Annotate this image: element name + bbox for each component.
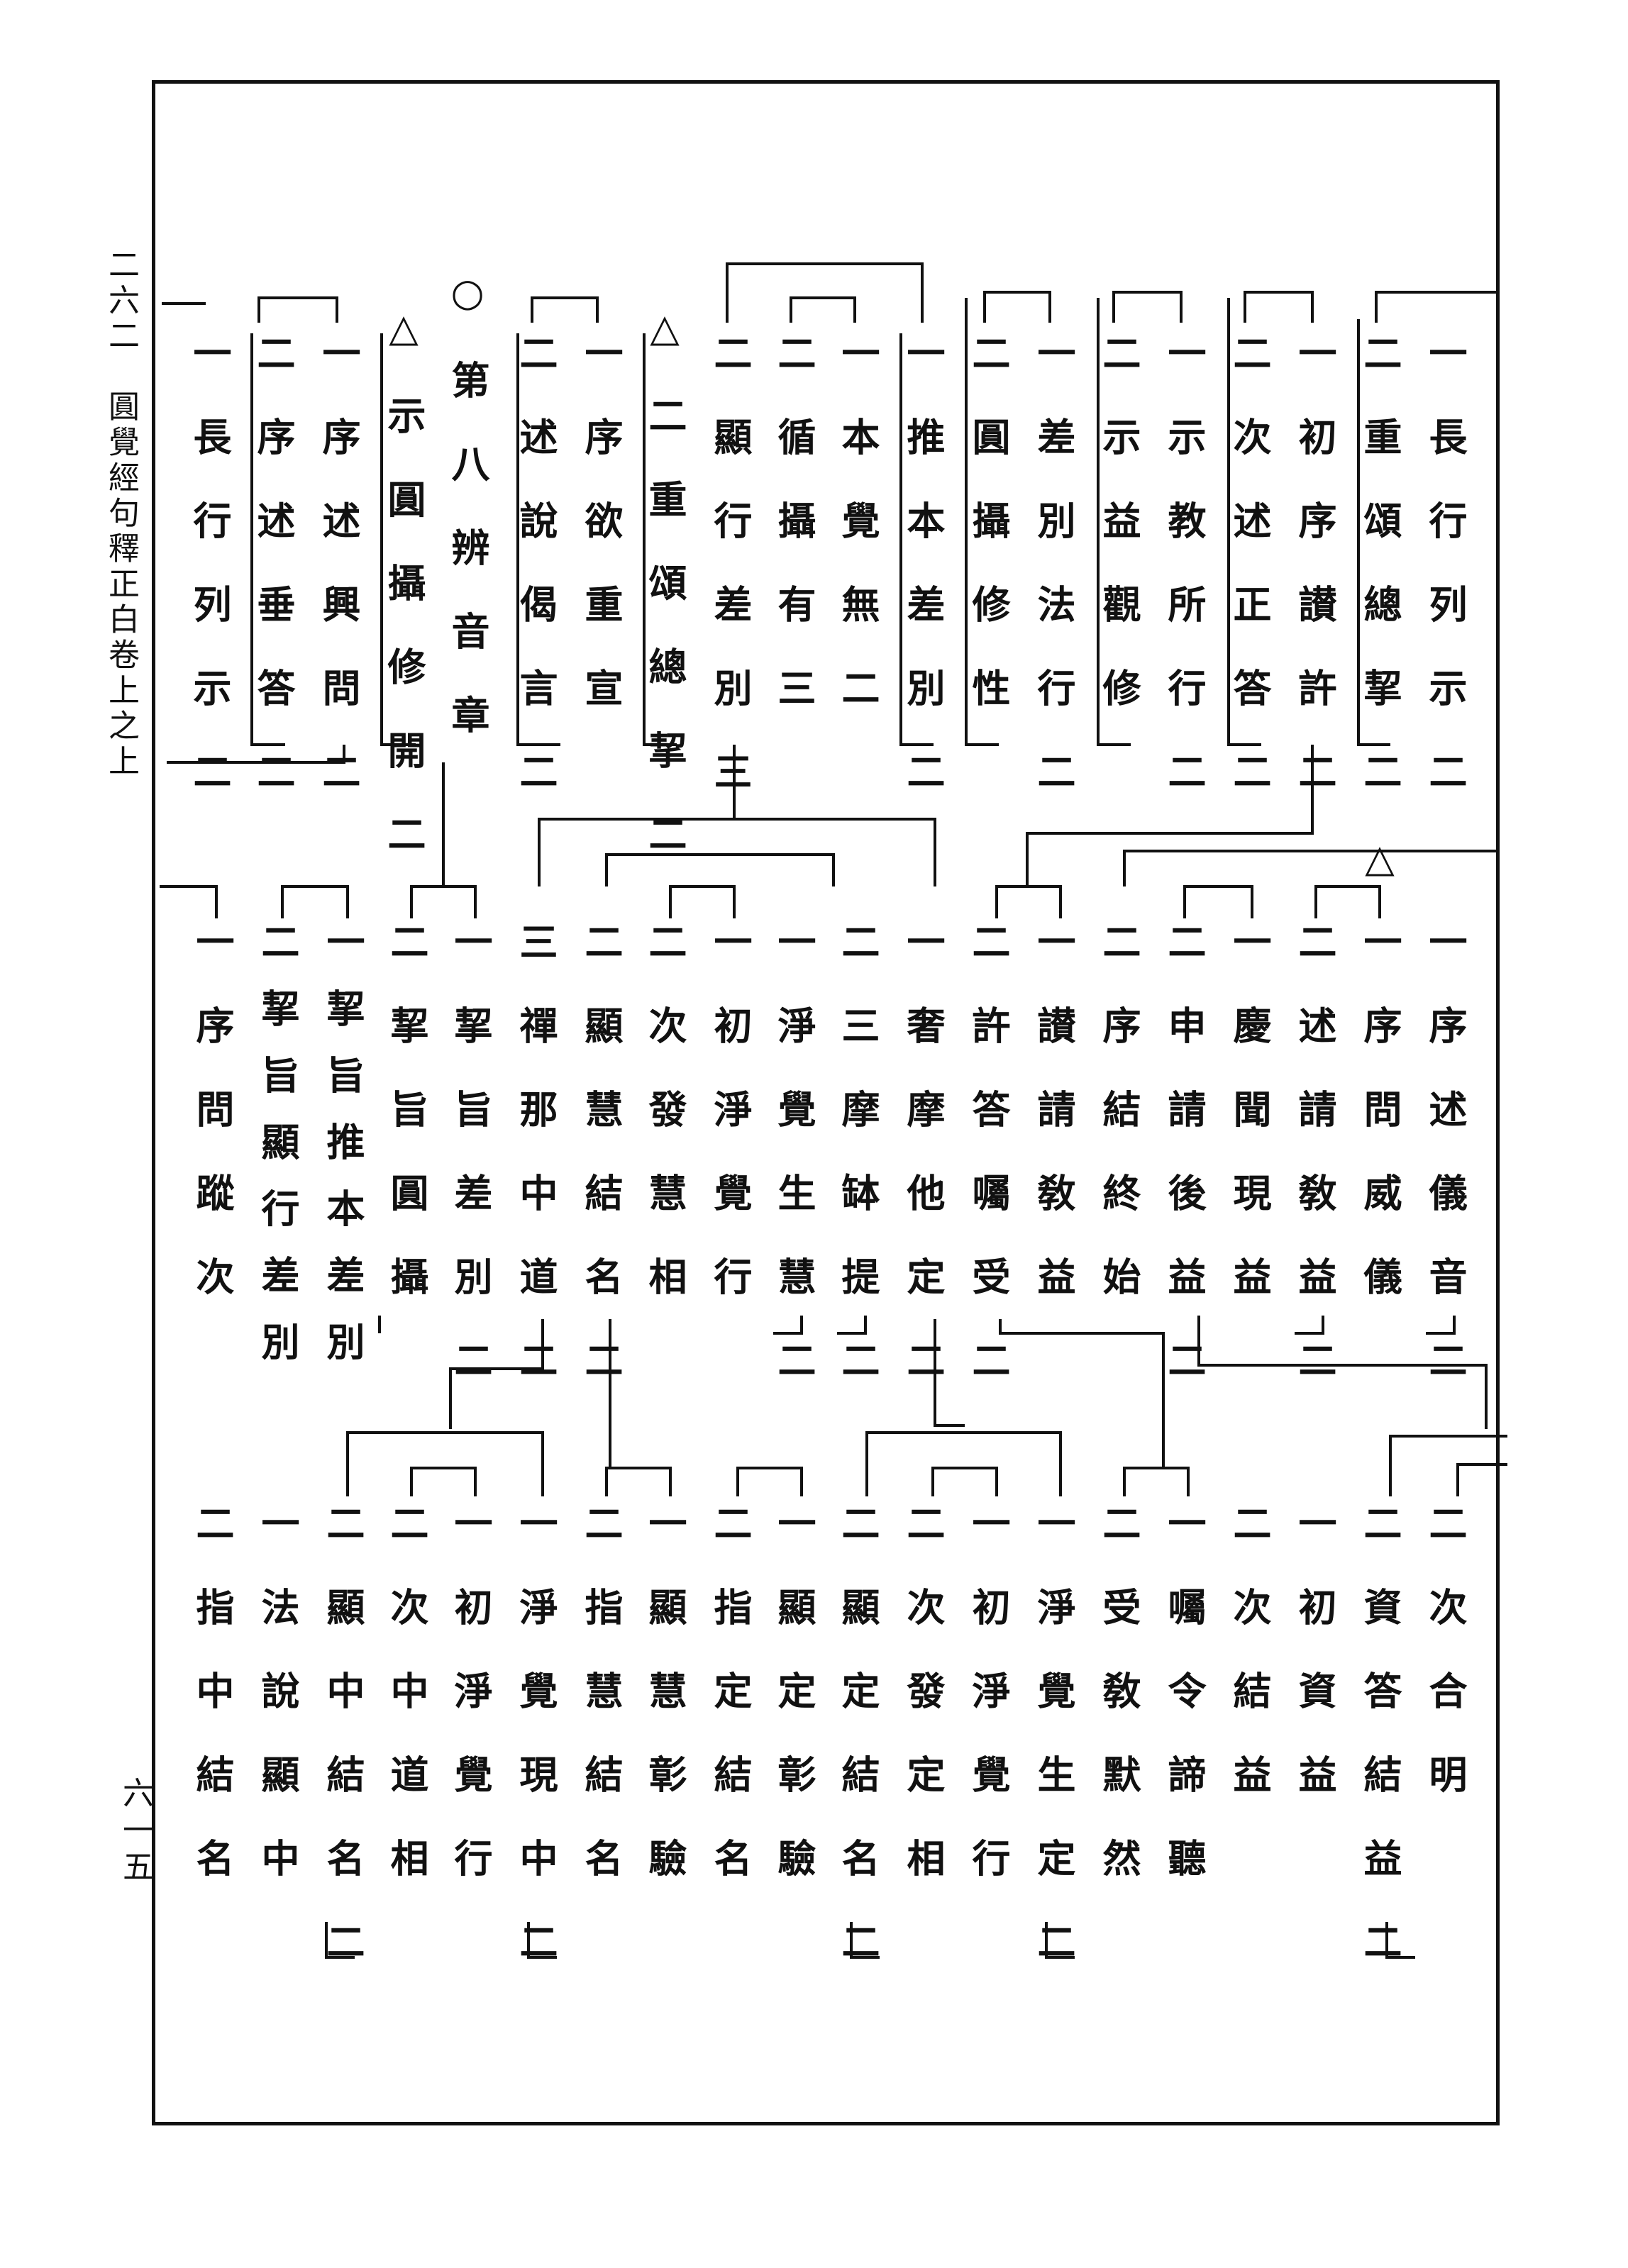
row1-col-3: 一初序讃許二	[1292, 333, 1337, 835]
row3-col-2: 二資答結益二	[1357, 1503, 1402, 2006]
row2-col-18: 一挈旨推本差別	[320, 922, 365, 1389]
page-number: 六一五	[117, 1777, 153, 1887]
row2-col-6: 二序結終始	[1096, 922, 1141, 1340]
row2-col-8: 二許答囑受二	[965, 922, 1011, 1424]
row3-col-1: 二次合明	[1422, 1503, 1468, 1838]
row1-col-7: 一差別法行二	[1031, 333, 1076, 835]
row1-col-13: △二重頌總挈二	[642, 305, 687, 898]
row2-col-9: 一奢摩他定二	[900, 922, 946, 1424]
row3-col-8: 一初淨覺行	[965, 1503, 1011, 1922]
row3-col-12: 二指定結名	[707, 1503, 753, 1922]
row1-col-1: 一長行列示二	[1422, 333, 1468, 835]
row1-col-10: 一本覺無二	[835, 333, 880, 752]
row1-col-14: 一序欲重宣	[578, 333, 624, 752]
row2-col-3: 二述請敎益二	[1292, 922, 1337, 1424]
row2-col-13: 二次發慧相	[642, 922, 687, 1340]
row3-col-5: 一囑令諦聽	[1161, 1503, 1207, 1922]
row1-col-15: 二述說偈言二	[513, 333, 558, 835]
row1-col-8: 二圓攝修性	[965, 333, 1011, 752]
row1-col-4: 二次述正答二	[1226, 333, 1272, 835]
row2-col-4: 一慶聞現益	[1226, 922, 1272, 1340]
running-title: 二六二 圓覺經句釋正白卷上之上	[103, 248, 139, 780]
row2-col-14: 二顯慧結名二	[578, 922, 624, 1424]
row3-col-9: 二次發定相	[900, 1503, 946, 1922]
row3-col-4: 二次結益	[1226, 1503, 1272, 1838]
row3-col-13: 一顯慧彰驗	[642, 1503, 687, 1922]
row2-col-19: 二挈旨顯行差別	[255, 922, 300, 1389]
row3-col-15: 一淨覺現中二	[513, 1503, 558, 2006]
page-border	[152, 80, 1500, 2125]
row1-col-12: 二顯行差別三	[707, 333, 753, 835]
row2-col-12: 一初淨覺行	[707, 922, 753, 1340]
row3-col-11: 一顯定彰驗	[771, 1503, 816, 1922]
row1-col-18: 一序述興問二	[316, 333, 361, 835]
row1-col-20: 一長行列示二	[187, 333, 232, 835]
row1-col-11: 二循攝有三	[771, 333, 816, 752]
row3-col-20: 二指中結名	[189, 1503, 235, 1922]
row2-col-16: 一挈旨差別二	[448, 922, 493, 1424]
row2-col-7: 一讃請敎益	[1031, 922, 1076, 1340]
row2-col-2: 一序問威儀	[1357, 922, 1402, 1340]
row1-col-19: 二序述垂答二	[250, 333, 296, 835]
row3-col-10: 二顯定結名二	[835, 1503, 880, 2006]
row2-col-17: 二挈旨圓攝	[384, 922, 429, 1340]
row3-col-19: 一法說顯中	[255, 1503, 300, 1922]
row2-col-10: 二三摩缽提二	[835, 922, 880, 1424]
row2-col-11: 一淨覺生慧二	[771, 922, 816, 1424]
row1-col-17: △示圓攝修開二	[381, 305, 426, 898]
row1-col-2: 二重頌總挈二△	[1357, 333, 1402, 926]
row3-col-14: 二指慧結名	[578, 1503, 624, 1922]
row3-col-6: 二受敎默然	[1096, 1503, 1141, 1922]
row1-col-9: 一推本差別二	[900, 333, 946, 835]
row1-col-6: 二示益觀修	[1096, 333, 1141, 752]
row2-col-20: 一序問蹤次	[189, 922, 235, 1340]
row2-col-1: 一序述儀音二	[1422, 922, 1468, 1424]
row2-col-15: 三禪那中道二	[513, 922, 558, 1424]
row3-col-3: 一初資益	[1292, 1503, 1337, 1838]
row3-col-16: 一初淨覺行	[448, 1503, 493, 1922]
row1-col-5: 一示教所行二	[1161, 333, 1207, 835]
row3-col-17: 二次中道相	[384, 1503, 429, 1922]
row3-col-7: 一淨覺生定二	[1031, 1503, 1076, 2006]
row1-col-16: ○第八辨音章	[445, 269, 490, 779]
